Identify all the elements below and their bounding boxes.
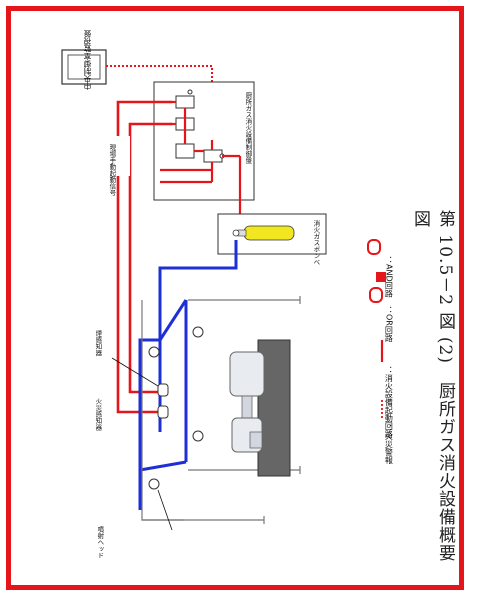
alarm-dotted-line bbox=[106, 65, 213, 101]
manual-start-label: 現場手動起動信号 bbox=[107, 144, 116, 196]
heat-detector-label: 火災感知器 bbox=[93, 398, 102, 431]
smoke-detector-label: 煙感知器 bbox=[93, 330, 102, 356]
legend-or-text: ：OR回路 bbox=[384, 306, 394, 342]
central-monitor-panel bbox=[61, 49, 107, 85]
legend-symbols bbox=[367, 239, 386, 420]
control-panel-label: 厨所ガス消火設備制御盤 bbox=[243, 92, 252, 164]
figure-caption: 第 10.5－2 図 (2) 厨所ガス消火設備概要図 bbox=[410, 210, 455, 562]
gas-cylinder bbox=[232, 225, 295, 241]
central-panel-label: 中央制御室監視盤 bbox=[83, 30, 92, 90]
gas-cylinder-label: 消火ガスボンベ bbox=[311, 220, 320, 266]
nozzle-head-label: 噴射ヘッド bbox=[95, 526, 104, 559]
machine bbox=[229, 339, 291, 477]
legend-activation-text: ：消火設備起動回路 bbox=[384, 366, 394, 438]
manual-start-box bbox=[104, 136, 130, 176]
legend-and-text: ：AND回路 bbox=[384, 256, 394, 298]
nozzle-heads bbox=[148, 326, 204, 490]
detectors bbox=[157, 383, 169, 419]
leader-lines bbox=[111, 357, 173, 531]
legend-alarm-text: ：火災警報 bbox=[384, 424, 394, 464]
